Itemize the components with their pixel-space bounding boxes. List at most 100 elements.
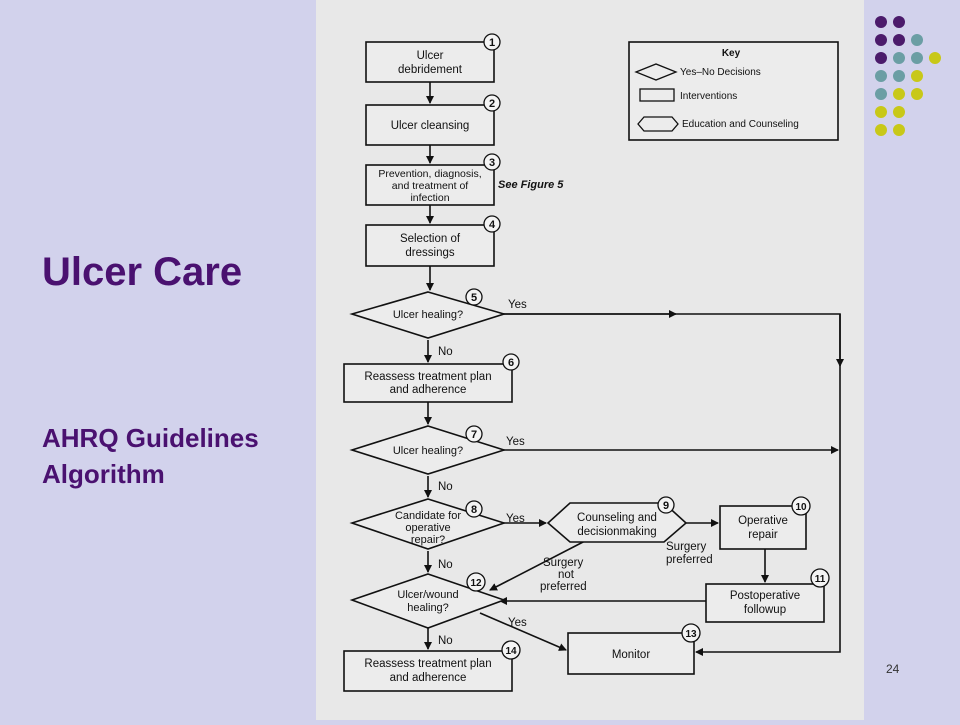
- node-4-line-2: dressings: [405, 247, 454, 259]
- flowchart: 1 2 3 4 5 6 7 8 9 10 11 12 13 14 Ulcer d…: [343, 33, 844, 692]
- node-9-line-2: decisionmaking: [577, 526, 656, 538]
- node-ulcer-healing-decision-2: [349, 425, 507, 475]
- node-6-line-1: Reassess treatment plan: [364, 371, 491, 383]
- subtitle-line-1: AHRQ Guidelines: [42, 423, 259, 453]
- node-8-line-2: operative: [405, 522, 450, 534]
- legend-rectangle-icon: [639, 88, 675, 102]
- legend-education-label: Education and Counseling: [682, 119, 799, 130]
- dot: [893, 124, 905, 136]
- badge-13: [681, 623, 701, 643]
- badge-14: [501, 640, 521, 660]
- node-postoperative-followup: [705, 583, 825, 623]
- dot: [875, 16, 887, 28]
- badge-4-label: 4: [489, 219, 496, 231]
- node-3-line-3: infection: [410, 192, 449, 204]
- badge-12: [466, 572, 486, 592]
- dot: [875, 88, 887, 100]
- badge-8-label: 8: [471, 504, 477, 516]
- badge-7: [465, 425, 483, 443]
- badge-12-label: 12: [470, 578, 482, 589]
- badge-5: [465, 288, 483, 306]
- subtitle-line-2: Algorithm: [42, 459, 165, 489]
- edge-label-surgery-preferred-2: preferred: [666, 554, 713, 566]
- badge-1-label: 1: [489, 37, 495, 49]
- node-11-line-1: Postoperative: [730, 590, 800, 602]
- edge-label-yes-12: Yes: [508, 617, 527, 629]
- badge-2-label: 2: [489, 98, 495, 110]
- dot: [893, 52, 905, 64]
- dot: [875, 124, 887, 136]
- node-3-line-1: Prevention, diagnosis,: [378, 168, 481, 180]
- badge-10-label: 10: [795, 502, 807, 513]
- dot: [893, 106, 905, 118]
- edge-label-yes-5: Yes: [508, 299, 527, 311]
- node-14-line-1: Reassess treatment plan: [364, 658, 491, 670]
- decorative-dot-grid: [875, 16, 941, 136]
- badge-6-label: 6: [508, 357, 514, 369]
- badge-11: [810, 568, 830, 588]
- flowchart-panel: 1 2 3 4 5 6 7 8 9 10 11 12 13 14 Ulcer d…: [316, 0, 864, 720]
- edge-label-yes-7: Yes: [506, 436, 525, 448]
- node-3-line-2: and treatment of: [392, 180, 469, 192]
- page-number: 24: [886, 662, 900, 676]
- badge-4: [483, 215, 501, 233]
- node-ulcer-healing-decision: [349, 291, 507, 339]
- node-9-line-1: Counseling and: [577, 512, 657, 524]
- node-ulcer-wound-healing: [349, 573, 507, 629]
- dot: [911, 52, 923, 64]
- dot: [929, 52, 941, 64]
- legend-title: Key: [722, 48, 741, 59]
- node-operative-repair: [719, 505, 807, 550]
- dot: [875, 34, 887, 46]
- edge-label-surgery-preferred-1: Surgery: [666, 541, 707, 553]
- node-2-line-1: Ulcer cleansing: [391, 120, 470, 132]
- node-ulcer-debridement: [365, 41, 495, 83]
- badge-9-label: 9: [663, 500, 669, 512]
- legend-interventions-label: Interventions: [680, 91, 737, 102]
- legend-diamond-icon: [634, 63, 678, 81]
- edge-12-13: [479, 612, 567, 651]
- badge-9: [657, 496, 675, 514]
- legend: Key Yes–No Decisions Interventions Educa…: [628, 41, 839, 141]
- node-4-line-1: Selection of: [400, 233, 461, 245]
- edge-label-surgery-not-1: Surgery: [543, 557, 584, 569]
- dot: [893, 16, 905, 28]
- badge-14-label: 14: [505, 646, 517, 657]
- badge-11-label: 11: [815, 574, 826, 585]
- node-selection-of-dressings: [365, 224, 495, 267]
- badge-8: [465, 500, 483, 518]
- node-10-line-2: repair: [748, 529, 778, 541]
- dot: [875, 70, 887, 82]
- badge-5-label: 5: [471, 292, 477, 304]
- node-12-line-2: healing?: [407, 602, 449, 614]
- dot: [893, 70, 905, 82]
- edge-label-no-12: No: [438, 635, 453, 647]
- node-8-line-3: repair?: [411, 534, 445, 546]
- node-1-line-2: debridement: [398, 64, 463, 76]
- dot: [911, 34, 923, 46]
- node-6-line-2: and adherence: [390, 384, 467, 396]
- slide-subtitle: AHRQ Guidelines Algorithm: [42, 420, 259, 492]
- legend-decisions-label: Yes–No Decisions: [680, 67, 761, 78]
- edge-label-no-8: No: [438, 559, 453, 571]
- node-7-line-1: Ulcer healing?: [393, 445, 463, 457]
- badge-13-label: 13: [685, 629, 697, 640]
- badge-3-label: 3: [489, 157, 495, 169]
- edge-label-surgery-not-3: preferred: [540, 581, 587, 593]
- node-reassess-treatment-plan: [343, 363, 513, 403]
- dot: [893, 88, 905, 100]
- node-8-line-1: Candidate for: [395, 510, 461, 522]
- edge-label-surgery-not-2: not: [558, 569, 575, 581]
- node-1-line-1: Ulcer: [417, 50, 444, 62]
- dot: [875, 52, 887, 64]
- node-monitor: [567, 632, 695, 675]
- edge-label-no-5: No: [438, 346, 453, 358]
- node-ulcer-cleansing: [365, 104, 495, 146]
- dot: [911, 88, 923, 100]
- node-infection-treatment: [365, 164, 495, 206]
- legend-hexagon-icon: [637, 116, 679, 132]
- dot: [893, 34, 905, 46]
- node-5-line-1: Ulcer healing?: [393, 309, 463, 321]
- node-reassess-treatment-plan-2: [343, 650, 513, 692]
- edge-label-yes-8: Yes: [506, 513, 525, 525]
